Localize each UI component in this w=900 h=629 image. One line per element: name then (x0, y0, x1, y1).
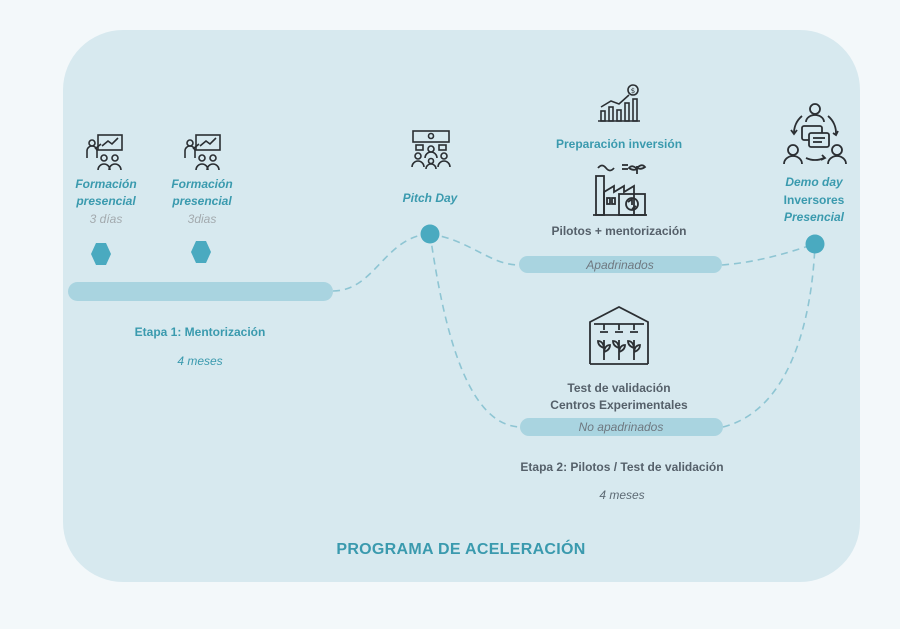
training1-title-line1: Formación (75, 177, 137, 191)
test-label-line1: Test de validación (567, 381, 671, 395)
stage2-label: Etapa 2: Pilotos / Test de validación (520, 460, 724, 474)
demo-day-icon (783, 103, 847, 165)
connector-unsponsored-demo (722, 243, 816, 428)
pilots-label: Pilotos + mentorización (551, 224, 687, 238)
stage1-label: Etapa 1: Mentorización (134, 325, 266, 339)
training-icon (86, 134, 123, 171)
connector-stage1-pitch (332, 233, 431, 292)
demo-day-node (805, 234, 825, 254)
stage1-bar (68, 282, 333, 301)
pitch-day-node (420, 224, 440, 244)
training2-hexagon (191, 241, 211, 263)
test-label-line2: Centros Experimentales (550, 398, 688, 412)
unsponsored-pill-label: No apadrinados (578, 420, 664, 434)
connector-sponsored-demo (721, 243, 816, 266)
training1-duration: 3 días (89, 212, 123, 226)
demo-day-line1: Demo day (785, 175, 843, 189)
training1-title-line2: presencial (76, 194, 136, 208)
investment-chart-icon: $ (598, 84, 640, 122)
training2-title-line2: presencial (172, 194, 232, 208)
training1-hexagon (91, 243, 111, 265)
program-title: PROGRAMA DE ACELERACIÓN (336, 541, 586, 558)
sponsored-pill (519, 256, 722, 273)
investment-label: Preparación inversión (555, 137, 683, 151)
connector-pitch-sponsored (429, 233, 520, 266)
unsponsored-pill (520, 418, 723, 436)
factory-icon (593, 164, 647, 216)
demo-day-line2: Inversores (783, 193, 845, 207)
demo-day-line3: Presencial (783, 210, 845, 224)
sponsored-pill-label: Apadrinados (586, 258, 654, 272)
greenhouse-icon (589, 305, 649, 365)
stage2-duration: 4 meses (599, 488, 645, 502)
svg-text:$: $ (631, 87, 635, 95)
training-icon (184, 134, 221, 171)
pitch-day-label: Pitch Day (402, 191, 458, 205)
training2-title-line1: Formación (171, 177, 233, 191)
pitch-icon (411, 130, 451, 170)
connector-pitch-unsponsored (429, 233, 521, 428)
training2-duration: 3dias (187, 212, 217, 226)
stage1-duration: 4 meses (177, 354, 223, 368)
diagram-panel (63, 30, 860, 582)
